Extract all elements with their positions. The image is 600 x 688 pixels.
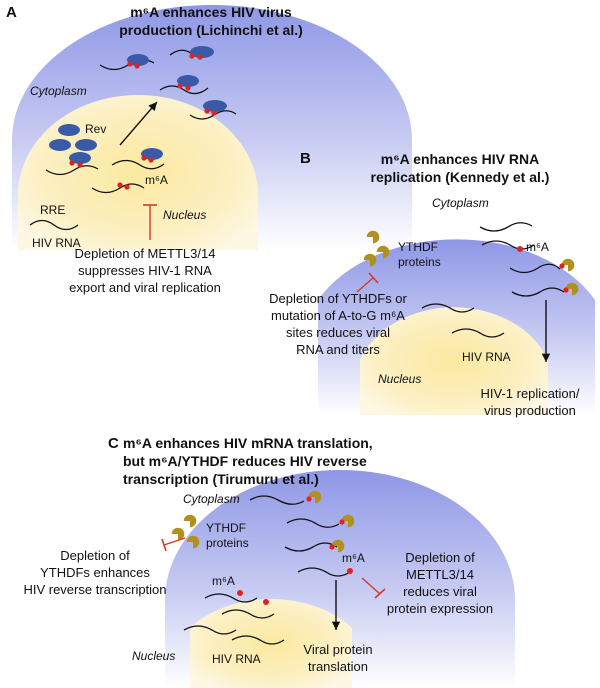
panel-c: C m⁶A enhances HIV mRNA translation, but… bbox=[23, 435, 515, 688]
panel-c-left-note-line1: Depletion of bbox=[60, 548, 130, 563]
panel-b-letter: B bbox=[300, 150, 311, 167]
panel-b-note-line2: mutation of A-to-G m⁶A bbox=[271, 308, 405, 323]
rev-protein bbox=[49, 139, 71, 151]
panel-b-outcome-line1: HIV-1 replication/ bbox=[481, 386, 580, 401]
panel-b-outcome-line2: virus production bbox=[484, 403, 576, 418]
m6a-mark bbox=[517, 246, 523, 252]
panel-c-title-line3: transcription (Tirumuru et al.) bbox=[123, 471, 319, 487]
inhibition-line bbox=[361, 577, 381, 595]
panel-c-right-note-line4: protein expression bbox=[387, 601, 493, 616]
m6a-mark bbox=[347, 568, 353, 574]
panel-c-title-line1: m⁶A enhances HIV mRNA translation, bbox=[123, 435, 373, 451]
export-arrow bbox=[119, 101, 158, 146]
hiv-rna-strand bbox=[29, 219, 79, 231]
panel-c-ythdf-line1: YTHDF bbox=[206, 521, 246, 535]
panel-c-outcome-line1: Viral protein bbox=[303, 642, 372, 657]
panel-a-note-line3: export and viral replication bbox=[69, 280, 221, 295]
panel-c-title-line2: but m⁶A/YTHDF reduces HIV reverse bbox=[123, 453, 367, 469]
m6a-mark bbox=[329, 544, 335, 550]
hiv-rna-strand bbox=[231, 635, 285, 645]
rna-rev-complex bbox=[111, 148, 165, 170]
panel-b-ythdf-line1: YTHDF bbox=[398, 240, 438, 254]
hiv-rna-strand bbox=[204, 593, 258, 603]
panel-c-right-note-line1: Depletion of bbox=[405, 550, 475, 565]
panel-b-hiv-rna-label: HIV RNA bbox=[462, 350, 511, 364]
panel-c-right-note-line2: METTL3/14 bbox=[406, 567, 474, 582]
panel-a-m6a-label: m⁶A bbox=[145, 173, 168, 187]
hiv-rna-strand bbox=[481, 240, 535, 250]
rev-protein bbox=[75, 139, 97, 151]
hiv-rna-strand bbox=[297, 567, 351, 577]
rna-m6a bbox=[91, 182, 145, 194]
hiv-rna-strand bbox=[421, 303, 475, 313]
m6a-mark bbox=[563, 287, 569, 293]
panel-b-title-line1: m⁶A enhances HIV RNA bbox=[381, 151, 539, 167]
hiv-rna-strand bbox=[221, 609, 275, 619]
panel-b-ythdf-line2: proteins bbox=[398, 255, 441, 269]
panel-a-title-line1: m⁶A enhances HIV virus bbox=[130, 4, 292, 20]
ythdf-protein bbox=[183, 514, 197, 528]
panel-c-hiv-rna-label: HIV RNA bbox=[212, 652, 261, 666]
rna-rev-complex bbox=[169, 46, 214, 60]
rev-protein bbox=[58, 124, 80, 136]
hiv-rna-strand bbox=[511, 287, 565, 297]
panel-c-cytoplasm-label: Cytoplasm bbox=[183, 492, 240, 506]
rna-rev-complex bbox=[189, 100, 237, 120]
m6a-mark bbox=[559, 263, 565, 269]
m6a-mark bbox=[263, 599, 269, 605]
rre-label: RRE bbox=[40, 203, 65, 217]
panel-c-outcome-line2: translation bbox=[308, 659, 368, 674]
panel-b-note-line4: RNA and titers bbox=[296, 342, 380, 357]
hiv-rna-strand bbox=[249, 495, 305, 505]
panel-c-right-note-line3: reduces viral bbox=[403, 584, 477, 599]
panel-c-m6a-nuc-label: m⁶A bbox=[212, 574, 235, 588]
rna-rev-complex bbox=[159, 75, 209, 95]
m6a-mark bbox=[339, 519, 345, 525]
panel-c-ythdf-line2: proteins bbox=[206, 536, 249, 550]
rna-rev-complex bbox=[45, 152, 99, 176]
panel-c-m6a-cyto-label: m⁶A bbox=[342, 551, 365, 565]
panel-b-cytoplasm-label: Cytoplasm bbox=[432, 196, 489, 210]
hiv-rna-strand bbox=[509, 263, 561, 274]
panel-a: A m⁶A enhances HIV virus production (Lic… bbox=[6, 4, 412, 295]
hiv-rna-strand bbox=[286, 518, 340, 528]
rev-label: Rev bbox=[85, 122, 106, 136]
panel-a-nucleus bbox=[18, 95, 258, 250]
hiv-rna-strand bbox=[183, 625, 237, 635]
panel-c-nucleus-label: Nucleus bbox=[132, 649, 175, 663]
panel-c-left-note-line3: HIV reverse transcription bbox=[23, 582, 166, 597]
hiv-rna-strand bbox=[479, 222, 533, 232]
panel-b-nucleus-label: Nucleus bbox=[378, 372, 421, 386]
panel-c-letter: C bbox=[108, 435, 119, 452]
panel-b-note-line1: Depletion of YTHDFs or bbox=[269, 291, 407, 306]
panel-a-nucleus-label: Nucleus bbox=[163, 208, 206, 222]
inhibition-bar bbox=[161, 538, 167, 552]
hiv-rna-strand bbox=[451, 328, 505, 338]
inhibition-line bbox=[163, 537, 186, 546]
panel-a-title-line2: production (Lichinchi et al.) bbox=[119, 22, 303, 38]
panel-b-note-line3: sites reduces viral bbox=[286, 325, 390, 340]
panel-a-hiv-rna-label: HIV RNA bbox=[32, 236, 81, 250]
m6a-mark bbox=[306, 496, 312, 502]
hiv-rna-strand bbox=[284, 542, 338, 552]
panel-a-note-line1: Depletion of METTL3/14 bbox=[75, 246, 216, 261]
panel-c-left-note-line2: YTHDFs enhances bbox=[40, 565, 150, 580]
rna-rev-complex bbox=[99, 54, 155, 71]
inhibition-line bbox=[356, 277, 374, 293]
panel-b-title-line2: replication (Kennedy et al.) bbox=[371, 169, 550, 185]
panel-b-m6a-label: m⁶A bbox=[526, 240, 549, 254]
panel-a-note-line2: suppresses HIV-1 RNA bbox=[78, 263, 212, 278]
panel-b: B m⁶A enhances HIV RNA replication (Kenn… bbox=[269, 150, 595, 418]
panel-a-cytoplasm-label: Cytoplasm bbox=[30, 84, 87, 98]
inhibition-bar bbox=[368, 272, 379, 284]
m6a-mark bbox=[237, 590, 243, 596]
panel-a-letter: A bbox=[6, 4, 17, 21]
inhibition-bar bbox=[374, 588, 386, 599]
